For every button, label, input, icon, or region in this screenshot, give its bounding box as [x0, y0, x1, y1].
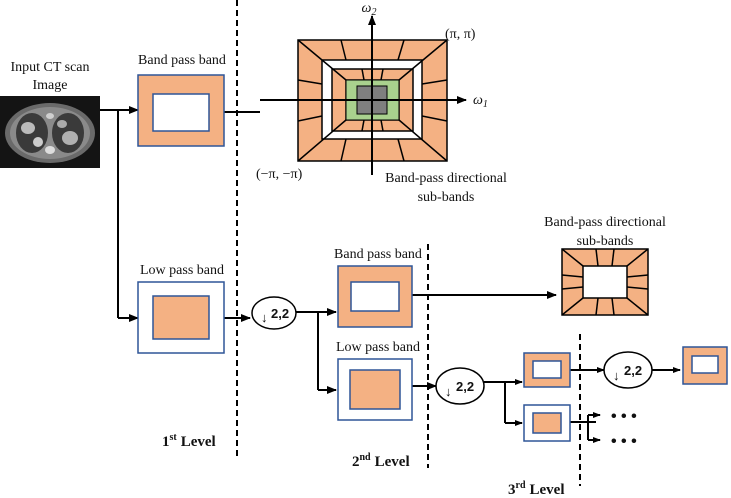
downsample-arrow-1: ↓: [261, 310, 268, 325]
level1-lowpass-label: Low pass band: [140, 263, 224, 278]
ellipsis-upper: • • •: [611, 408, 637, 425]
neg-pi-pi-label: (−π, −π): [256, 167, 303, 182]
level3-bandpass-block: [523, 352, 571, 388]
input-label-line2: Image: [33, 78, 68, 93]
downsample-factor-2: 2,2: [456, 379, 474, 394]
downsample-node-1: ↓ 2,2: [251, 296, 297, 330]
downsample-factor-3: 2,2: [624, 363, 642, 378]
pi-pi-label: (π, π): [445, 27, 476, 42]
directional-small-caption-line2: sub-bands: [577, 234, 634, 249]
ellipsis-lower: • • •: [611, 433, 637, 450]
downsample-arrow-2: ↓: [445, 384, 452, 399]
level1-bandpass-label: Band pass band: [138, 53, 226, 68]
frequency-plane: [260, 15, 467, 175]
level2-lowpass-block: [337, 358, 413, 421]
level1-bandpass-block: [137, 74, 225, 147]
freq-caption-line2: sub-bands: [418, 190, 475, 205]
level2-bandpass-block: [337, 265, 413, 328]
directional-small-caption-line1: Band-pass directional: [544, 215, 666, 230]
flow-connectors: [100, 106, 681, 443]
level1-lowpass-block: [137, 281, 225, 354]
ct-scan-image: [0, 96, 100, 168]
omega1-label: ω1: [473, 93, 488, 110]
downsample-node-3: ↓ 2,2: [603, 351, 653, 389]
omega2-label: ω2: [362, 1, 377, 18]
level2-lowpass-label: Low pass band: [336, 340, 420, 355]
level3-lowpass-block: [523, 404, 571, 442]
freq-caption-line1: Band-pass directional: [385, 171, 507, 186]
downsample-factor-1: 2,2: [271, 306, 289, 321]
directional-subbands-small: [561, 248, 649, 316]
downsample-node-2: ↓ 2,2: [435, 367, 485, 405]
downsample-arrow-3: ↓: [613, 368, 620, 383]
level2-bandpass-label: Band pass band: [334, 247, 422, 262]
input-label-line1: Input CT scan: [10, 60, 89, 75]
level4-bandpass-block: [682, 346, 728, 385]
